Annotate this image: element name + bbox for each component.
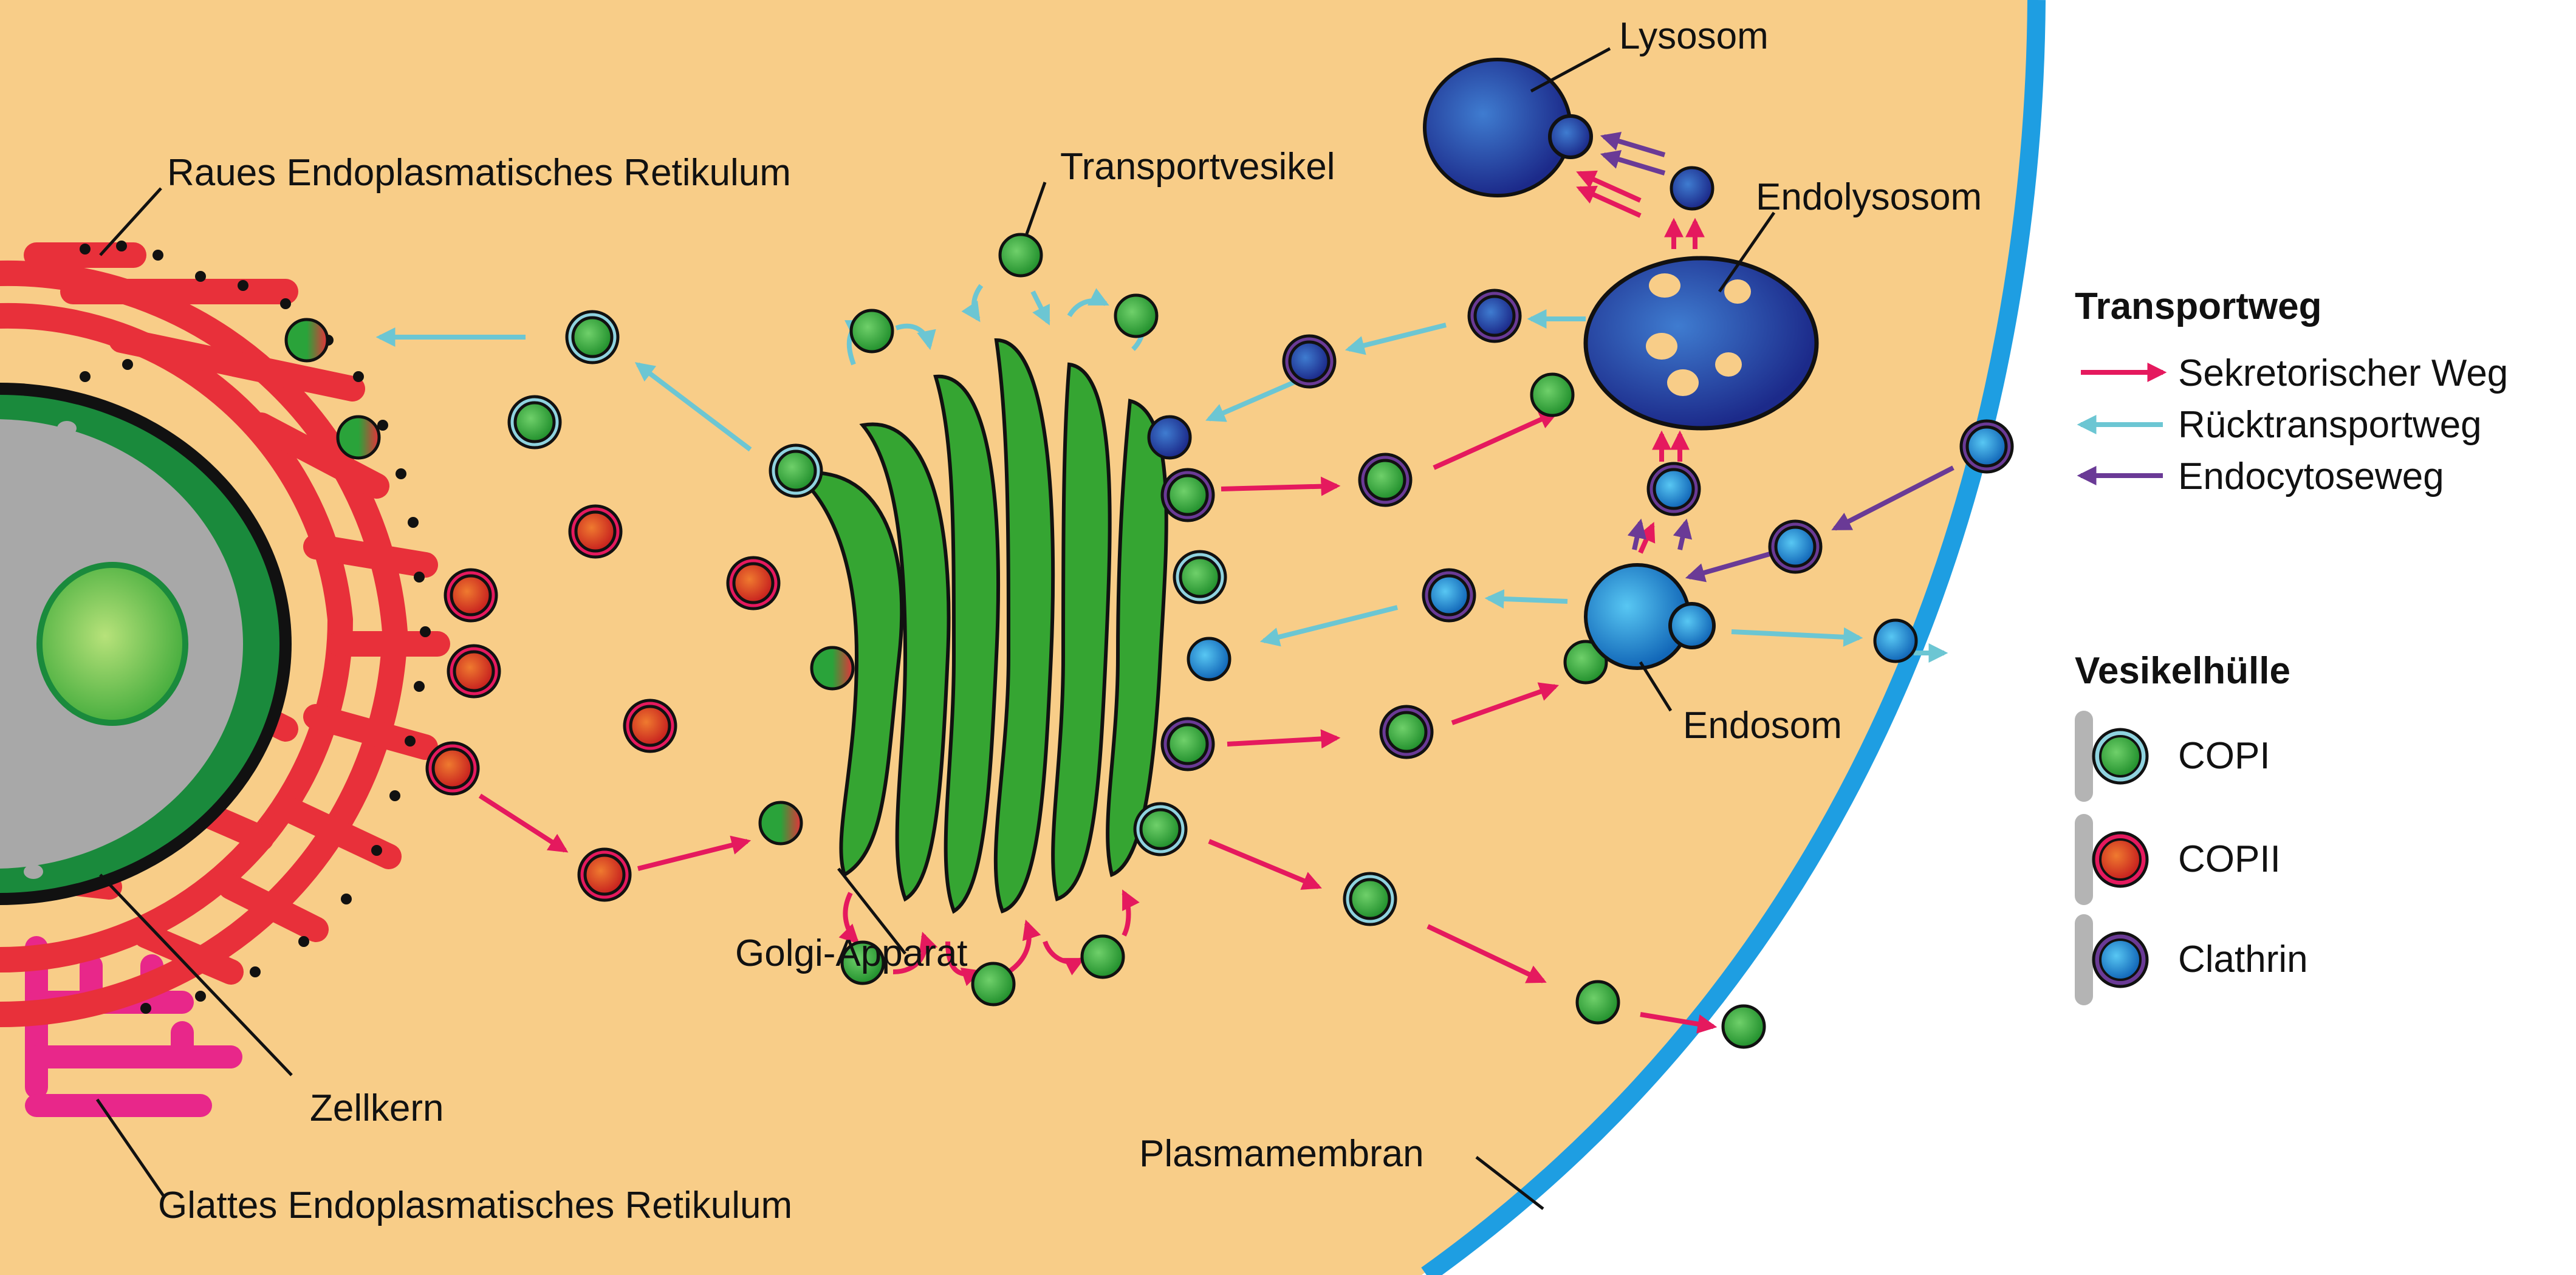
legend-copii-icon xyxy=(2099,838,2142,881)
copi-vesicles xyxy=(507,233,1766,1049)
copii-vesicles xyxy=(284,318,855,902)
label-rough-er: Raues Endoplasmatisches Retikulum xyxy=(167,152,791,194)
ribosomes xyxy=(80,241,431,1014)
label-golgi: Golgi-Apparat xyxy=(735,932,968,974)
legend-clathrin-label: Clathrin xyxy=(2178,938,2308,980)
legend: Transportweg Sekretorischer Weg Rücktran… xyxy=(2075,285,2508,1005)
legend-coat-title: Vesikelhülle xyxy=(2075,650,2290,692)
legend-copi-label: COPI xyxy=(2178,735,2270,777)
secretory-arrows xyxy=(478,170,1718,1034)
label-endolysosome: Endolysosom xyxy=(1756,176,1982,218)
legend-clathrin-icon xyxy=(2099,938,2142,981)
legend-membrane-bar-clathrin xyxy=(2075,914,2093,1005)
legend-membrane-bar-copii xyxy=(2075,814,2093,905)
leader-lines xyxy=(95,47,1776,1210)
label-lysosome: Lysosom xyxy=(1619,15,1769,57)
nucleus xyxy=(0,383,292,905)
legend-transport-title: Transportweg xyxy=(2075,285,2322,327)
clathrin-vesicles xyxy=(1147,166,2014,771)
legend-copi-icon xyxy=(2099,735,2142,778)
endolysosome xyxy=(1583,256,1819,431)
legend-copii-label: COPII xyxy=(2178,838,2281,880)
label-smooth-er: Glattes Endoplasmatisches Retikulum xyxy=(158,1184,792,1226)
label-endosome: Endosom xyxy=(1683,705,1842,747)
lysosome xyxy=(1423,58,1593,197)
endosome xyxy=(1584,563,1716,670)
legend-secretory-label: Sekretorischer Weg xyxy=(2178,352,2508,394)
retrograde-arrows xyxy=(375,284,1948,663)
label-plasma-membrane: Plasmamembran xyxy=(1139,1133,1424,1175)
label-nucleus: Zellkern xyxy=(310,1087,444,1129)
endocytic-arrows xyxy=(1600,132,1954,583)
legend-endocytic-label: Endocytoseweg xyxy=(2178,456,2444,497)
legend-membrane-bar-copi xyxy=(2075,711,2093,802)
plasma-membrane xyxy=(1421,0,2046,1275)
diagram-labels: Raues Endoplasmatisches Retikulum Transp… xyxy=(158,15,1982,1226)
golgi-apparatus xyxy=(791,338,1168,914)
legend-retrograde-label: Rücktransportweg xyxy=(2178,404,2482,446)
label-transport-vesicle: Transportvesikel xyxy=(1060,146,1335,188)
